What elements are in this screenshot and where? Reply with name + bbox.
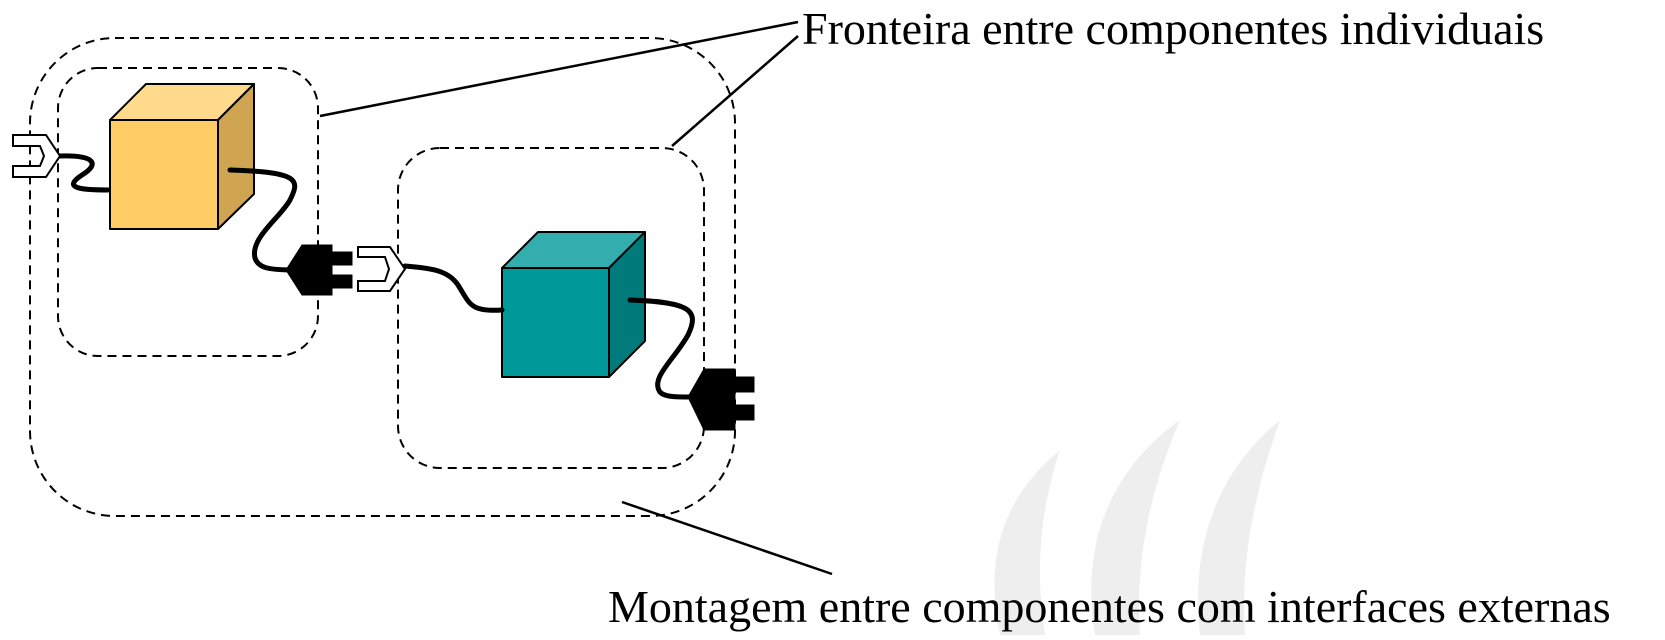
assembly-external-label: Montagem entre componentes com interface… [608, 581, 1611, 632]
component-a-boundary [57, 67, 319, 357]
wire-b-in [402, 263, 505, 313]
component-b-boundary [397, 147, 705, 469]
component-a-plug-icon [285, 244, 353, 296]
wire-b-out [627, 297, 703, 400]
component-b-socket-icon [357, 246, 407, 292]
component-b-plug-icon [687, 368, 755, 431]
component-a-socket-icon [12, 134, 62, 178]
leader-line-b [671, 35, 799, 147]
component-b-cube-icon [501, 231, 646, 378]
watermark-logo [994, 420, 1280, 635]
wire-a-in [57, 153, 111, 193]
wire-a-out [227, 167, 299, 273]
leader-line-a [319, 20, 799, 118]
component-a-cube-icon [109, 83, 255, 230]
individual-boundary-label: Fronteira entre componentes individuais [802, 3, 1545, 54]
leader-line-assembly [621, 500, 833, 576]
